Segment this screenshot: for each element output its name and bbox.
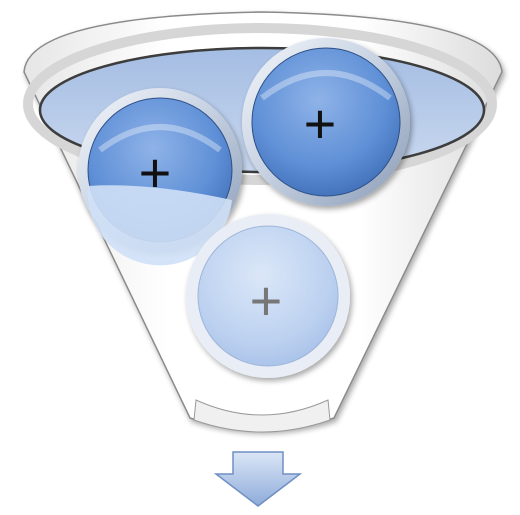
plus-icon: + [250,269,283,332]
funnel-item-3: + [186,214,350,378]
funnel-item-2: + [242,38,410,206]
down-arrow-icon [216,452,300,506]
plus-icon: + [304,92,337,155]
plus-icon: + [139,141,172,204]
